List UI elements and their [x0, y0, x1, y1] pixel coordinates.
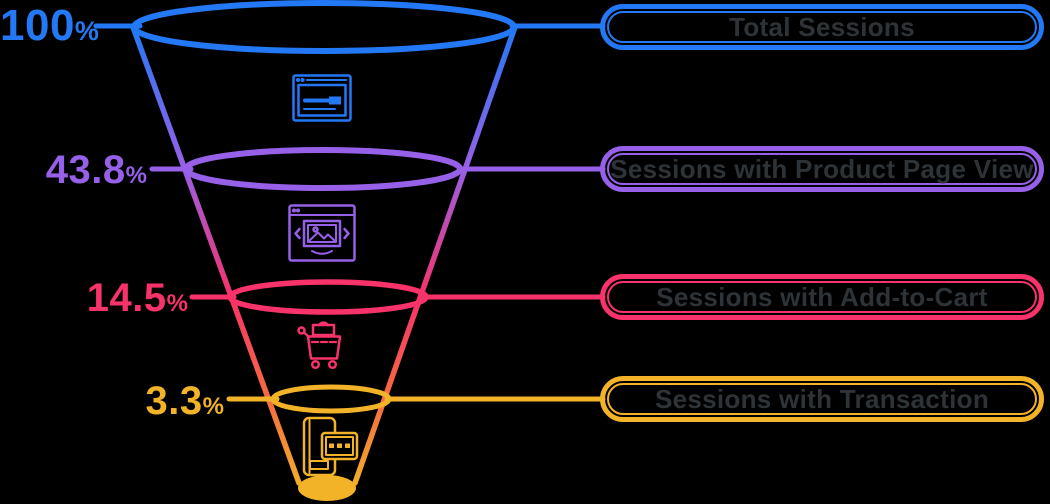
percent-label-transaction: 3.3%: [0, 381, 224, 421]
funnel-rim-product-page: [183, 147, 463, 191]
funnel-rim-total-sessions: [131, 0, 517, 54]
percent-value: 14.5: [86, 276, 167, 320]
stage-label: Sessions with Add-to-Cart: [656, 281, 988, 312]
stage-pill-add-to-cart: Sessions with Add-to-Cart: [600, 274, 1044, 320]
stage-pill-total-sessions: Total Sessions: [600, 4, 1044, 50]
stage-pill-transaction: Sessions with Transaction: [600, 376, 1044, 422]
mobile-payment-icon: [302, 416, 359, 477]
percent-sign: %: [125, 162, 147, 189]
stage-label: Sessions with Product Page View: [610, 153, 1034, 184]
percent-label-total-sessions: 100%: [0, 1, 99, 50]
percent-value: 100: [0, 1, 75, 50]
browser-window-icon: [292, 74, 352, 122]
percent-value: 43.8: [45, 148, 126, 192]
funnel-rim-transaction: [270, 384, 392, 414]
shopping-cart-icon: [297, 321, 342, 370]
stage-pill-product-page: Sessions with Product Page View: [600, 146, 1044, 192]
percent-value: 3.3: [145, 379, 203, 423]
stage-label: Sessions with Transaction: [654, 383, 990, 414]
percent-sign: %: [74, 16, 99, 46]
product-page-carousel-icon: [288, 204, 356, 262]
percent-label-add-to-cart: 14.5%: [0, 278, 188, 318]
stage-label: Total Sessions: [729, 11, 915, 42]
funnel-rim-add-to-cart: [227, 279, 429, 315]
percent-sign: %: [202, 393, 224, 420]
funnel-left-wall: [130, 24, 302, 486]
funnel-bottom-cap: [298, 475, 356, 501]
funnel-right-wall: [352, 24, 518, 486]
percent-label-product-page: 43.8%: [0, 150, 147, 190]
percent-sign: %: [166, 290, 188, 317]
